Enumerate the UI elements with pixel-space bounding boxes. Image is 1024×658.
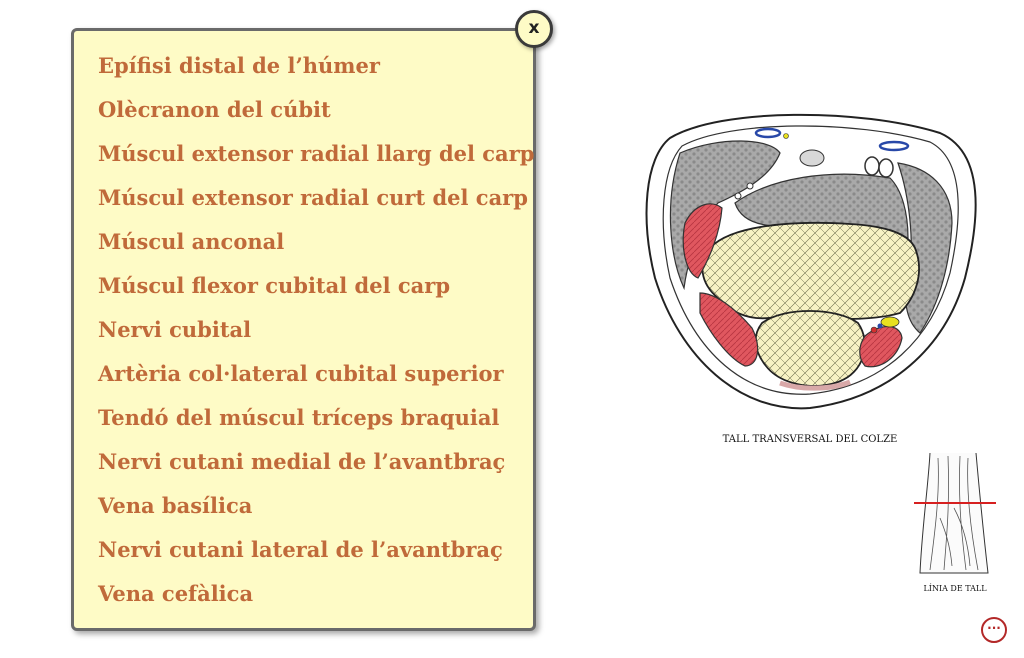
subcutaneous-layer	[662, 125, 959, 395]
arm-cut-line-diagram	[914, 452, 996, 574]
legend-item[interactable]: Múscul extensor radial llarg del carp	[98, 141, 535, 166]
more-options-button[interactable]: ···	[981, 617, 1007, 643]
arm-muscle-lines	[929, 455, 979, 571]
legend-item[interactable]: Múscul anconal	[98, 229, 285, 254]
legend-item[interactable]: Olècranon del cúbit	[98, 97, 331, 122]
artery-small-icon	[870, 326, 878, 334]
more-dots-icon: ···	[987, 621, 1001, 635]
nerve-ulnar-icon	[880, 316, 900, 328]
vein-small-icon	[877, 323, 883, 329]
arm-outline	[919, 452, 989, 574]
close-button[interactable]: x	[515, 10, 553, 48]
legend-item[interactable]: Nervi cutani medial de l’avantbraç	[98, 449, 506, 474]
legend-item[interactable]: Múscul flexor cubital del carp	[98, 273, 450, 298]
legend-item[interactable]: Nervi cutani lateral de l’avantbraç	[98, 537, 503, 562]
legend-item[interactable]: Nervi cubital	[98, 317, 252, 342]
tendon-pair-2	[878, 158, 894, 178]
vein-cephalic-icon	[754, 127, 782, 139]
elbow-cross-section-diagram	[645, 113, 977, 410]
ulna-bone	[754, 310, 866, 387]
legend-item[interactable]: Epífisi distal de l’húmer	[98, 53, 380, 78]
cut-line-caption: LÍNIA DE TALL	[923, 584, 987, 593]
legend-item[interactable]: Vena basílica	[98, 493, 253, 518]
vessel-left-2	[746, 182, 754, 190]
nerve-small-top	[783, 133, 789, 139]
muscle-left-group	[669, 140, 781, 291]
red-muscle-upper-left	[682, 203, 723, 279]
legend-item[interactable]: Artèria col·lateral cubital superior	[98, 361, 504, 386]
vessel-left-1	[734, 192, 742, 200]
humerus-bone	[701, 221, 920, 320]
legend-item[interactable]: Vena cefàlica	[98, 581, 254, 606]
close-icon: x	[528, 18, 540, 38]
legend-item[interactable]: Múscul extensor radial curt del carp	[98, 185, 528, 210]
tendon-oval	[799, 149, 825, 167]
tendon-pair-1	[864, 156, 880, 176]
red-muscle-lower-left	[699, 292, 759, 367]
olecranon-base	[779, 379, 851, 391]
figure-caption: TALL TRANSVERSAL DEL COLZE	[722, 434, 898, 445]
legend-item[interactable]: Tendó del múscul tríceps braquial	[98, 405, 500, 430]
vein-basilic-icon	[878, 140, 910, 152]
